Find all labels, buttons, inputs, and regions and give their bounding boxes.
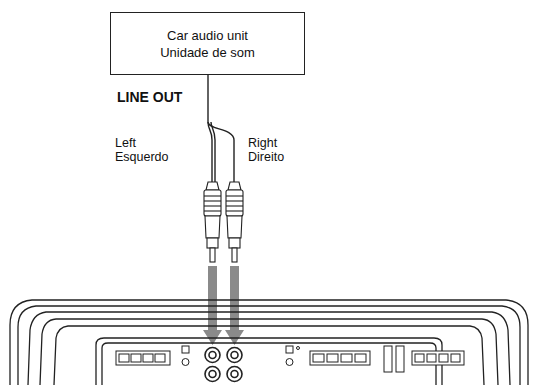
rca-cable xyxy=(208,75,234,182)
rca-plugs xyxy=(204,182,243,262)
channel-label: Right xyxy=(248,136,277,151)
channel-label: Esquerdo xyxy=(115,150,169,165)
box-text: Unidade de som xyxy=(160,44,255,61)
channel-label: Left xyxy=(115,136,136,151)
port-label: LINE OUT xyxy=(117,90,182,105)
channel-label: Direito xyxy=(248,150,284,165)
box-text: Car audio unit xyxy=(167,27,248,44)
unit-box: Car audio unitUnidade de som xyxy=(110,12,305,75)
rca-jacks xyxy=(205,348,242,382)
amplifier-body xyxy=(10,300,528,385)
terminal-blocks xyxy=(116,346,464,372)
